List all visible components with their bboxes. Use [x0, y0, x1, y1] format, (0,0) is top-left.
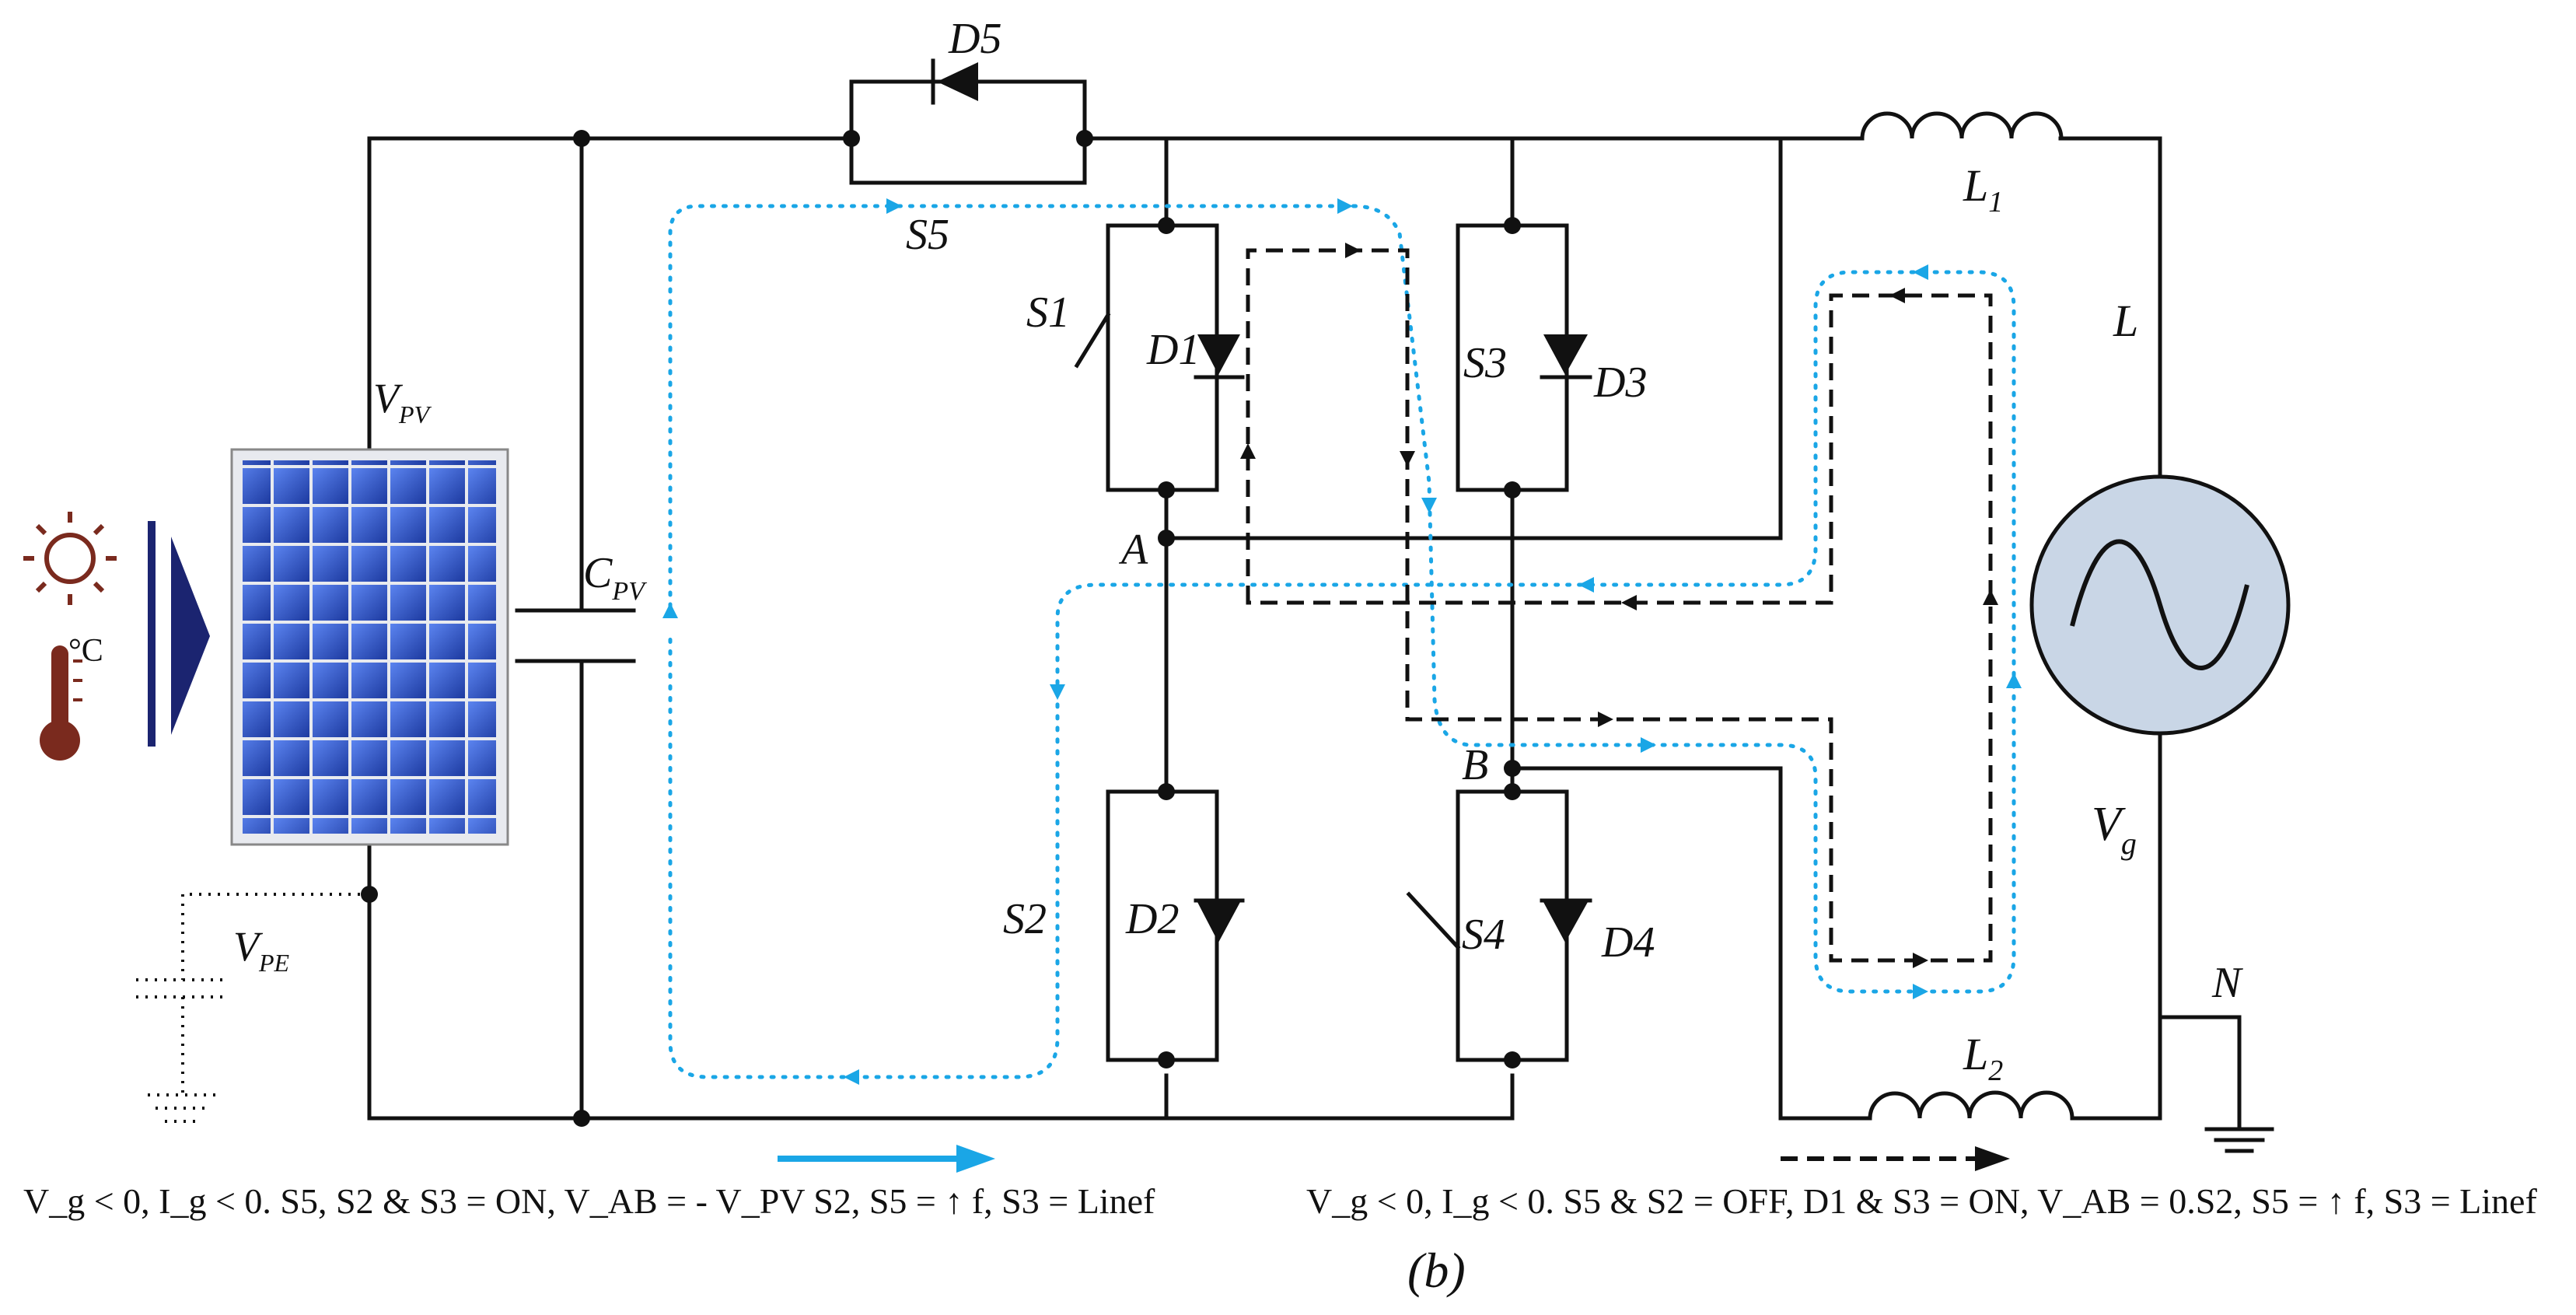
caption-left: V_g < 0, I_g < 0. S5, S2 & S3 = ON, V_AB… [23, 1181, 1155, 1221]
label-n: N [2211, 959, 2243, 1007]
caption-right: V_g < 0, I_g < 0. S5 & S2 = OFF, D1 & S3… [1306, 1181, 2537, 1221]
label-a: A [1118, 526, 1148, 574]
label-l2: L2 [1963, 1029, 2003, 1087]
light-arrow-icon [148, 521, 210, 747]
sun-icon [23, 512, 117, 605]
thermometer-icon [40, 645, 82, 761]
label-vpe: VPE [233, 923, 290, 977]
pv-panel [230, 448, 509, 846]
label-vpv: VPV [373, 375, 432, 428]
inductor-l1 [1860, 111, 2064, 141]
label-d1: D1 [1146, 326, 1200, 374]
label-d2: D2 [1125, 895, 1179, 943]
main-wiring [367, 136, 2242, 1131]
ac-source [2029, 474, 2291, 736]
caption-subfig: (b) [1407, 1243, 1466, 1298]
inductor-l2 [1868, 1090, 2074, 1121]
legend-blue-arrow [778, 1145, 995, 1173]
label-l1: L1 [1963, 160, 2003, 219]
label-s2: S2 [1003, 895, 1047, 943]
vpe-dotted-ground [136, 893, 369, 1123]
label-d4: D4 [1601, 918, 1655, 967]
legend-black-dashed-arrow [1781, 1146, 2010, 1171]
label-d3: D3 [1593, 358, 1647, 407]
label-d5: D5 [948, 15, 1001, 63]
black-dashed-paths [1240, 243, 1998, 968]
label-degc: °C [68, 633, 103, 669]
label-l: L [2113, 296, 2138, 346]
blue-current-paths [662, 198, 2022, 1085]
label-s1: S1 [1026, 289, 1070, 337]
label-cpv: CPV [583, 549, 648, 606]
label-s4: S4 [1462, 911, 1505, 959]
d5-diode [849, 58, 1087, 141]
label-vg: Vg [2092, 798, 2137, 861]
label-s3: S3 [1463, 339, 1507, 387]
ground-icon [2204, 1127, 2274, 1153]
label-s5: S5 [906, 211, 949, 259]
label-b: B [1462, 741, 1488, 789]
